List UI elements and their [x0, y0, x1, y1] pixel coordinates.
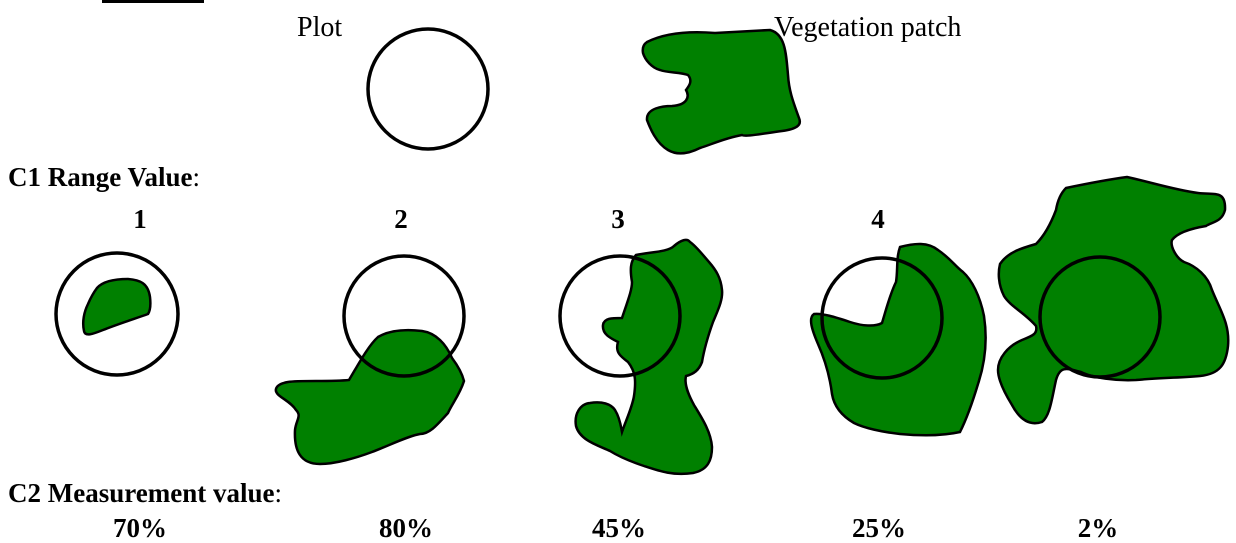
c2-value-4: 25% [852, 515, 906, 542]
c2-heading: C2 Measurement value: [8, 480, 282, 507]
patch-4 [811, 244, 986, 435]
c2-value-3: 45% [592, 515, 646, 542]
c2-value-2: 80% [379, 515, 433, 542]
c2-heading-colon: : [274, 478, 282, 508]
legend-plot-circle [368, 29, 488, 149]
c2-heading-bold: C2 Measurement value [8, 478, 274, 508]
patch-5 [998, 177, 1228, 423]
patch-1 [83, 279, 150, 334]
legend-vegetation-patch [643, 30, 800, 153]
c2-value-5: 2% [1078, 515, 1119, 542]
patch-2 [276, 330, 464, 464]
patch-3 [576, 240, 723, 474]
c2-value-1: 70% [113, 515, 167, 542]
